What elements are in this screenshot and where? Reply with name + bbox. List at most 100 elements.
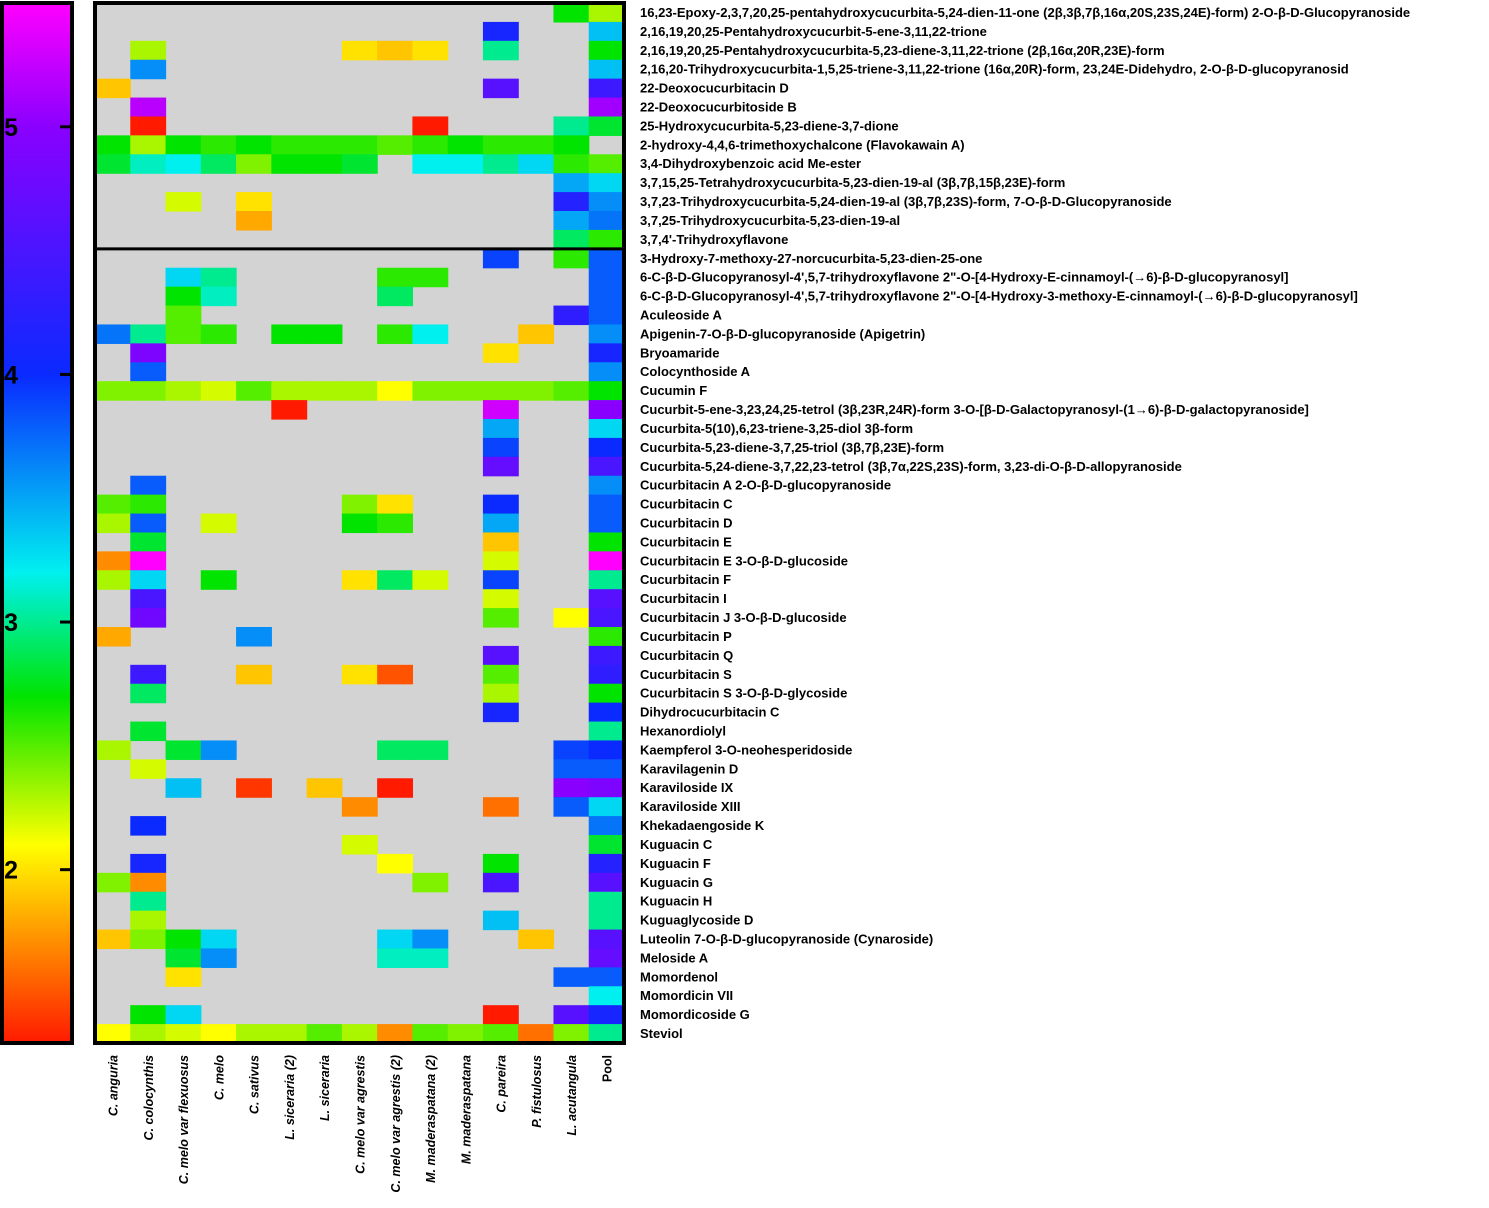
row-label: Dihydrocucurbitacin C	[640, 705, 780, 720]
row-label: Momordicoside G	[640, 1007, 750, 1022]
heatmap-cell	[553, 3, 590, 23]
heatmap-cell	[200, 154, 237, 174]
heatmap-cell	[341, 381, 378, 401]
heatmap-cell	[482, 1005, 519, 1025]
heatmap-cell	[588, 929, 625, 950]
heatmap-cell	[482, 853, 519, 874]
heatmap-cell	[482, 1024, 519, 1044]
heatmap-cell	[482, 551, 519, 571]
heatmap-cell	[341, 135, 378, 155]
heatmap-cell	[588, 419, 625, 439]
heatmap-cell	[95, 135, 131, 155]
row-label: 6-C-β-D-Glucopyranosyl-4',5,7-trihydroxy…	[640, 270, 1289, 285]
heatmap-cell	[200, 135, 237, 155]
row-label: Steviol	[640, 1026, 683, 1041]
heatmap-cell	[482, 513, 519, 534]
heatmap-cell	[412, 929, 449, 950]
heatmap-cell	[518, 324, 555, 344]
row-label: Kuguacin C	[640, 837, 713, 852]
heatmap-cell	[482, 400, 519, 420]
heatmap-cell	[200, 286, 237, 307]
heatmap-cell	[588, 721, 625, 742]
heatmap-cell	[482, 381, 519, 401]
heatmap-cell	[165, 286, 202, 307]
heatmap-cell	[130, 570, 167, 590]
heatmap-cell	[236, 211, 272, 231]
row-label: 2,16,19,20,25-Pentahydroxycucurbit-5-ene…	[640, 24, 987, 39]
row-label: Cucurbitacin S	[640, 667, 732, 682]
row-label: Cucurbitacin C	[640, 497, 733, 512]
row-label: Cucurbita-5,24-diene-3,7,22,23-tetrol (3…	[640, 459, 1182, 474]
row-label: Apigenin-7-O-β-D-glucopyranoside (Apiget…	[640, 326, 925, 341]
heatmap-cell	[588, 21, 625, 42]
heatmap-frame	[93, 1, 626, 1045]
column-label: Pool	[600, 1055, 614, 1082]
heatmap-cell	[588, 1005, 625, 1025]
row-label: Aculeoside A	[640, 308, 722, 323]
row-label: 3-Hydroxy-7-methoxy-27-norcucurbita-5,23…	[640, 251, 982, 266]
heatmap-cell	[482, 608, 519, 628]
row-label: 22-Deoxocucurbitacin D	[640, 81, 789, 96]
column-label: C. sativus	[248, 1055, 262, 1114]
heatmap-cell	[130, 475, 167, 496]
row-label: Kaempferol 3-O-neohesperidoside	[640, 742, 852, 757]
heatmap-cell	[377, 494, 413, 515]
heatmap-cell	[412, 324, 449, 344]
heatmap-cell	[588, 97, 625, 118]
heatmap-cell	[165, 381, 202, 401]
heatmap-cell	[130, 381, 167, 401]
heatmap-cell	[482, 910, 519, 931]
heatmap-cell	[588, 456, 625, 477]
heatmap-cell	[447, 135, 484, 155]
heatmap-cell	[306, 778, 343, 798]
heatmap-cell	[130, 853, 167, 874]
heatmap-cell	[130, 135, 167, 155]
row-label: Cucurbitacin A 2-O-β-D-glucopyranoside	[640, 478, 891, 493]
column-label: P. fistulosus	[530, 1055, 544, 1128]
heatmap-cell	[482, 248, 519, 269]
row-label: Kuguacin H	[640, 894, 712, 909]
heatmap-cell	[130, 532, 167, 552]
heatmap-cell	[482, 664, 519, 685]
row-label: Cucurbitacin E 3-O-β-D-glucoside	[640, 553, 848, 568]
row-label: Cucurbitacin E	[640, 534, 732, 549]
row-label: 22-Deoxocucurbitoside B	[640, 100, 797, 115]
heatmap-cell	[130, 664, 167, 685]
row-label: 16,23-Epoxy-2,3,7,20,25-pentahydroxycucu…	[640, 5, 1410, 20]
row-label: Cucurbitacin D	[640, 516, 732, 531]
heatmap-cell	[588, 910, 625, 931]
row-label: Kuguaglycoside D	[640, 913, 753, 928]
heatmap-cell	[588, 1024, 625, 1044]
heatmap-cell	[412, 154, 449, 174]
row-label: 3,7,23-Trihydroxycucurbita-5,24-dien-19-…	[640, 194, 1172, 209]
heatmap-cell	[482, 419, 519, 439]
heatmap-cell	[130, 154, 167, 174]
colorbar-tick-label: 4	[4, 361, 18, 389]
heatmap-cell	[588, 305, 625, 326]
heatmap-cell	[130, 872, 167, 893]
heatmap-cell	[95, 324, 131, 344]
heatmap-cell	[95, 154, 131, 174]
heatmap-cell	[553, 797, 590, 817]
heatmap-cell	[588, 948, 625, 968]
row-label: Cucurbit-5-ene-3,23,24,25-tetrol (3β,23R…	[640, 402, 1309, 417]
row-label: 3,7,15,25-Tetrahydroxycucurbita-5,23-die…	[640, 175, 1065, 190]
heatmap-cell	[588, 967, 625, 987]
heatmap-cell	[447, 381, 484, 401]
heatmap-cell	[130, 608, 167, 628]
heatmap-cell	[482, 343, 519, 363]
heatmap-cell	[553, 305, 590, 326]
row-label: Karaviloside XIII	[640, 799, 740, 814]
heatmap-cell	[165, 135, 202, 155]
heatmap-cell	[200, 948, 237, 968]
column-label: L. siceraria (2)	[283, 1055, 297, 1140]
heatmap-cell	[236, 135, 272, 155]
heatmap-cell	[165, 324, 202, 344]
heatmap-cell	[341, 154, 378, 174]
row-label: Khekadaengoside K	[640, 818, 765, 833]
heatmap-cell	[377, 267, 413, 288]
row-label: Kuguacin G	[640, 875, 713, 890]
heatmap-cell	[588, 494, 625, 515]
heatmap-cell	[588, 664, 625, 685]
heatmap-cell	[482, 872, 519, 893]
